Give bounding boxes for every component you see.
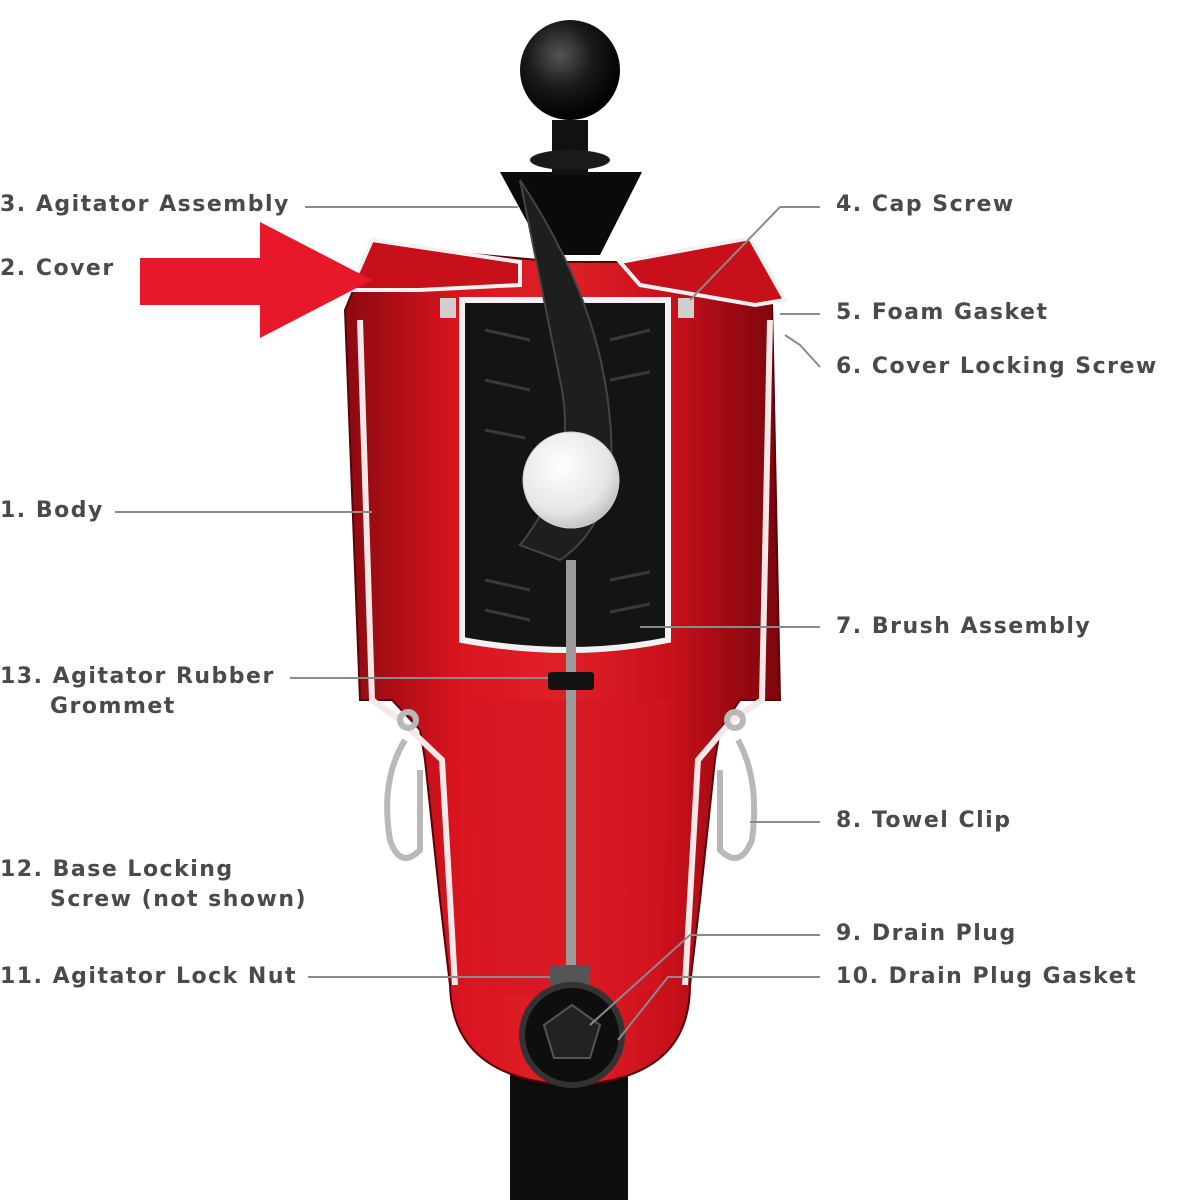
leader-drain-plug-gasket (617, 976, 820, 1041)
label-agitator-assembly: 3. Agitator Assembly (0, 192, 290, 217)
label-drain-plug-gasket: 10. Drain Plug Gasket (836, 964, 1138, 989)
leader-cap-screw (689, 206, 820, 301)
brush-bristles (484, 328, 651, 622)
towel-clip-left (384, 709, 423, 861)
leader-drain-plug (589, 934, 820, 1026)
label-foam-gasket: 5. Foam Gasket (836, 300, 1049, 325)
agitator-shaft (566, 560, 576, 980)
label-body: 1. Body (0, 498, 104, 523)
label-agitator-lock-nut: 11. Agitator Lock Nut (0, 964, 298, 989)
cover-plate (346, 237, 522, 292)
label-cap-screw: 4. Cap Screw (836, 192, 1015, 217)
label-agitator-rubber-grommet: 13. Agitator Rubber Grommet (0, 662, 275, 722)
agitator-rubber-grommet (548, 672, 594, 690)
towel-clip-right (717, 709, 758, 861)
leader-cover-locking-screw (784, 334, 821, 368)
label-brush-assembly: 7. Brush Assembly (836, 614, 1092, 639)
drain-plug-hex (542, 1003, 602, 1059)
golf-ball (522, 431, 620, 529)
label-base-locking-screw-line2: Screw (not shown) (50, 887, 308, 912)
label-towel-clip: 8. Towel Clip (836, 808, 1012, 833)
label-drain-plug: 9. Drain Plug (836, 921, 1017, 946)
agitator-lock-nut (550, 965, 590, 985)
leader-lines (115, 206, 821, 1041)
cover-pointer-arrow (140, 222, 372, 338)
knob-collar (530, 150, 610, 170)
cover-plate-right (616, 235, 789, 308)
cap-screw (678, 298, 694, 318)
label-base-locking-screw: 12. Base Locking Screw (not shown) (0, 855, 307, 915)
label-base-locking-screw-line1: 12. Base Locking (0, 857, 234, 882)
label-cover-locking-screw: 6. Cover Locking Screw (836, 354, 1158, 379)
label-cover: 2. Cover (0, 256, 115, 281)
label-agitator-rubber-grommet-line2: Grommet (50, 694, 176, 719)
cap-screw-left (440, 298, 456, 318)
agitator-knob (520, 20, 620, 120)
label-agitator-rubber-grommet-line1: 13. Agitator Rubber (0, 664, 275, 689)
